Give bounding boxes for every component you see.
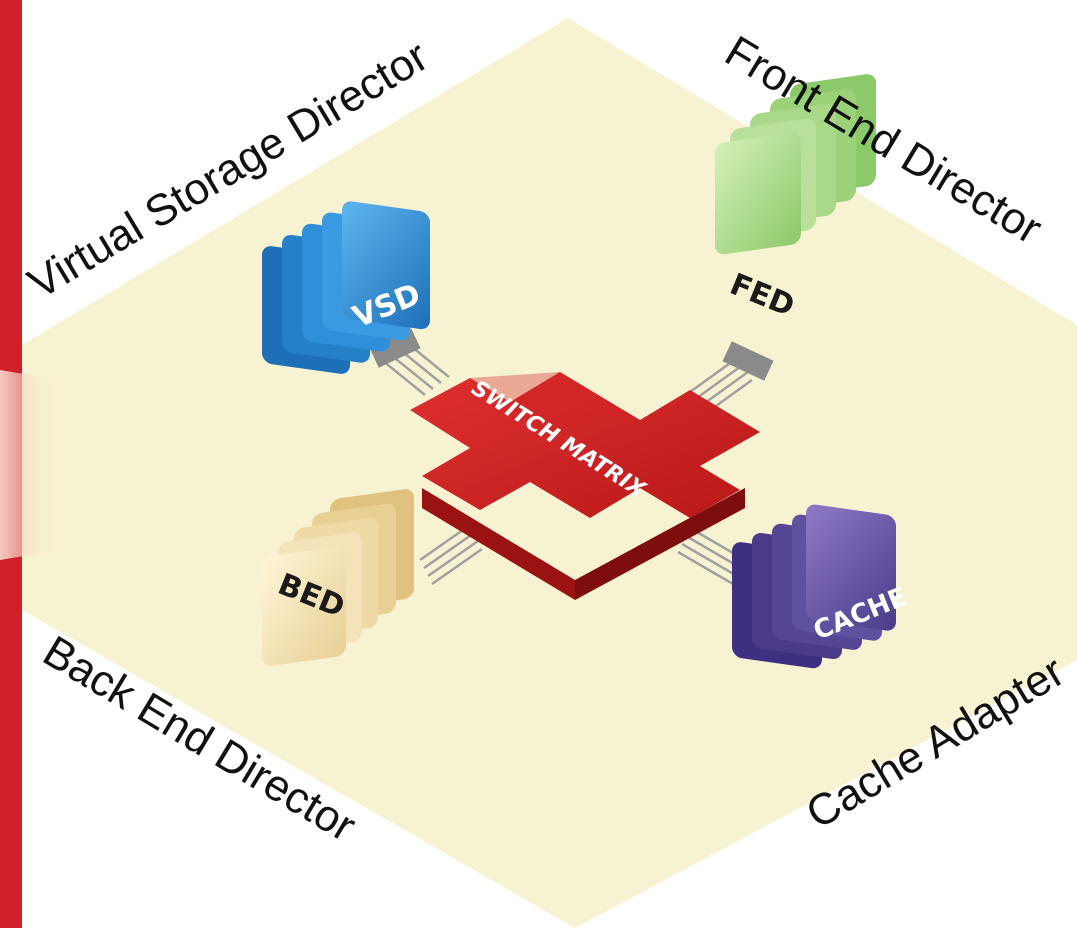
cache-card-stack: CACHE (732, 504, 911, 669)
switch-matrix: SWITCH MATRIX (410, 372, 760, 600)
connector-fed (722, 341, 774, 381)
vsd-card-stack: VSD (262, 201, 430, 374)
pink-fade-band (0, 370, 60, 560)
cable-bed (419, 523, 483, 586)
connector-vsd (369, 328, 421, 368)
bed-card-stack: BED (262, 489, 414, 666)
